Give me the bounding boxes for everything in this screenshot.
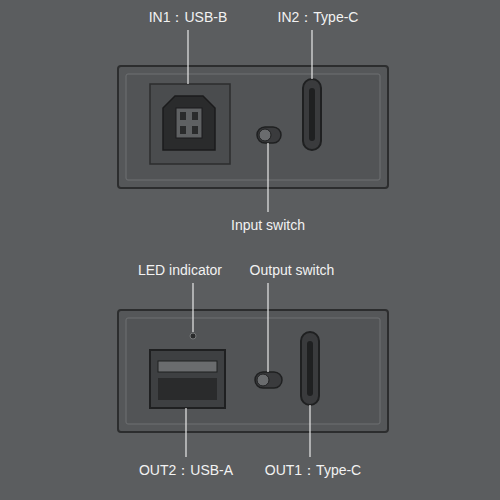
port-label: IN2：Type-C — [278, 9, 359, 25]
port-label: OUT1：Type-C — [265, 462, 361, 478]
usb-b-port — [150, 84, 230, 164]
type-c-port — [301, 332, 319, 405]
indicator-label: LED indicator — [138, 262, 222, 278]
switch-label: Output switch — [250, 262, 335, 278]
port-label: OUT2：USB-A — [139, 462, 233, 478]
led-dot — [190, 333, 196, 339]
output-panel — [118, 310, 388, 432]
port-label: IN1：USB-B — [149, 9, 228, 25]
switch-label: Input switch — [231, 217, 305, 233]
input-panel — [118, 66, 388, 188]
leader-lines — [186, 30, 312, 457]
input-switch — [257, 127, 281, 143]
output-switch — [255, 372, 282, 388]
type-c-port — [303, 79, 321, 150]
usb-a-port — [150, 350, 225, 408]
